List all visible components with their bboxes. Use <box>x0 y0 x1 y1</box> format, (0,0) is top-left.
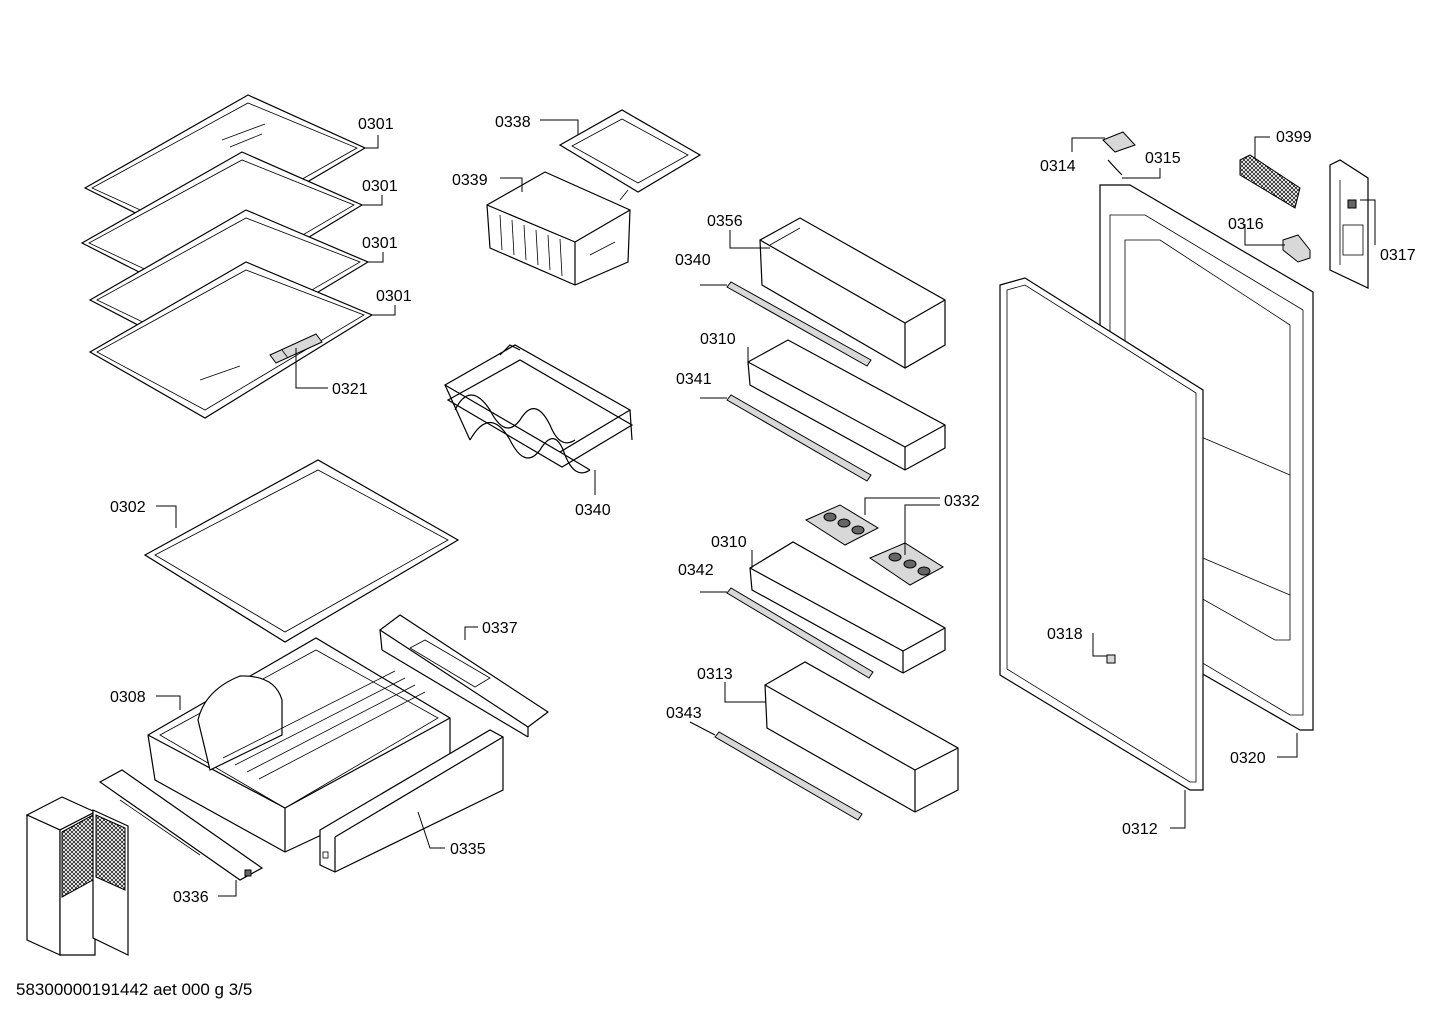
door-rack-0356 <box>759 217 946 369</box>
label-0338: 0338 <box>495 114 531 131</box>
glass-shelf-0302 <box>143 459 460 643</box>
label-0301-a: 0301 <box>358 116 394 133</box>
label-0316: 0316 <box>1228 216 1264 233</box>
label-0336: 0336 <box>173 889 209 906</box>
label-0332: 0332 <box>944 493 980 510</box>
label-0302: 0302 <box>110 499 146 516</box>
label-0356: 0356 <box>707 213 743 230</box>
label-0337: 0337 <box>482 620 518 637</box>
label-0301-c: 0301 <box>362 235 398 252</box>
door-rack-0313 <box>764 661 959 813</box>
label-0340-b: 0340 <box>575 502 611 519</box>
part-0314 <box>1102 131 1136 153</box>
label-0301-d: 0301 <box>376 288 412 305</box>
part-0316 <box>1282 234 1311 263</box>
wine-rack-0340 <box>443 344 634 474</box>
label-0314: 0314 <box>1040 158 1076 175</box>
trim-strip-0340 <box>726 281 872 367</box>
trim-strip-0341 <box>726 394 872 482</box>
label-0335: 0335 <box>450 841 486 858</box>
label-0312: 0312 <box>1122 821 1158 838</box>
part-0315 <box>1107 159 1123 176</box>
door-rack-0310-upper <box>747 339 946 471</box>
filter-0399 <box>1239 154 1301 209</box>
screw-0318 <box>1106 654 1116 664</box>
label-0339: 0339 <box>452 172 488 189</box>
label-0320: 0320 <box>1230 750 1266 767</box>
egg-tray-0332-a <box>804 504 880 546</box>
egg-tray-0332-b <box>868 542 944 586</box>
drawer-front-0335 <box>319 729 504 873</box>
label-0313: 0313 <box>697 666 733 683</box>
cover-panel <box>25 796 129 956</box>
leader-lines <box>156 119 1376 897</box>
label-0310-b: 0310 <box>711 534 747 551</box>
door-rack-0310-lower <box>749 541 946 674</box>
label-0308: 0308 <box>110 689 146 706</box>
label-0310-a: 0310 <box>700 331 736 348</box>
trim-strip-0342 <box>726 587 874 679</box>
trim-strip-0343 <box>714 731 863 821</box>
label-0340-a: 0340 <box>675 252 711 269</box>
label-0301-b: 0301 <box>362 178 398 195</box>
label-0343: 0343 <box>666 705 702 722</box>
label-0317: 0317 <box>1380 247 1416 264</box>
door-gasket-0312 <box>999 277 1204 791</box>
label-0399: 0399 <box>1276 129 1312 146</box>
label-0342: 0342 <box>678 562 714 579</box>
small-tray-0338 <box>558 109 702 201</box>
rail-0336 <box>98 769 264 881</box>
label-0341: 0341 <box>676 371 712 388</box>
label-0315: 0315 <box>1145 150 1181 167</box>
dispenser-0317 <box>1329 159 1369 289</box>
document-code: 58300000191442 aet 000 g 3/5 <box>16 980 253 999</box>
label-0318: 0318 <box>1047 626 1083 643</box>
drawer-0339 <box>486 171 631 286</box>
part-labels: 0301 0301 0301 0301 0321 0338 0339 0356 … <box>110 114 1416 906</box>
drawer-cover-0337 <box>378 614 550 738</box>
label-0321: 0321 <box>332 381 368 398</box>
